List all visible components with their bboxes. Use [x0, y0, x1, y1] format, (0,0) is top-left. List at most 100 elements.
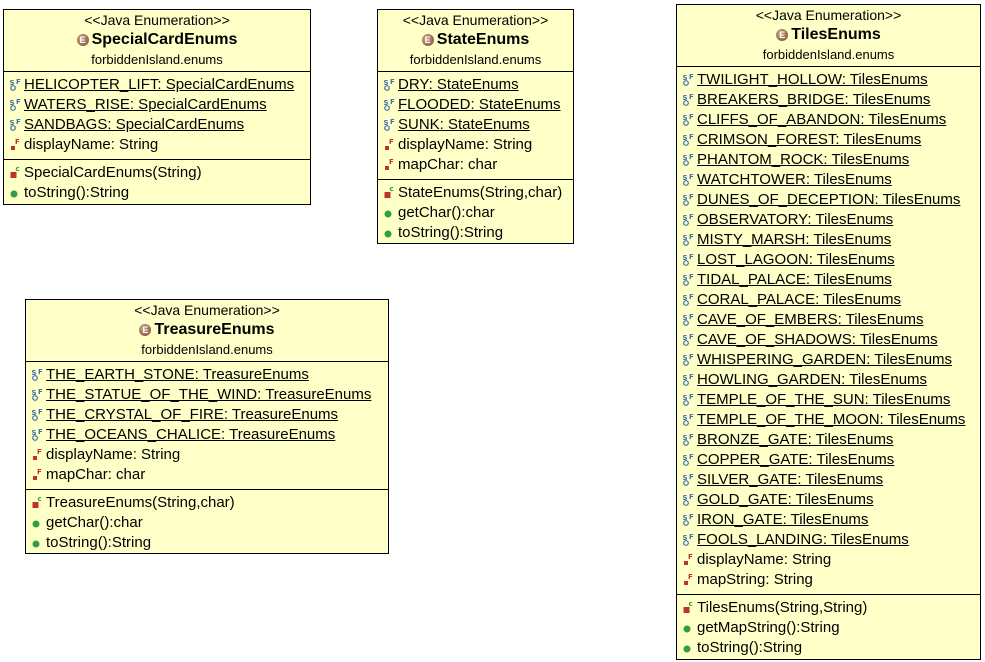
svg-text:F: F: [390, 118, 395, 126]
stereotype-label: <<Java Enumeration>>: [402, 12, 549, 28]
svg-text:F: F: [689, 333, 694, 341]
svg-text:F: F: [689, 313, 694, 321]
method-label: getChar():char: [398, 204, 495, 221]
method-row[interactable]: toString():String: [378, 223, 573, 243]
literal-label: CAVE_OF_SHADOWS: TilesEnums: [697, 331, 938, 348]
svg-text:S: S: [683, 454, 688, 462]
svg-text:F: F: [390, 98, 395, 106]
svg-text:S: S: [10, 99, 15, 107]
svg-text:F: F: [688, 573, 693, 581]
method-row[interactable]: getMapString():String: [677, 618, 980, 638]
method-label: getMapString():String: [697, 619, 840, 636]
method-row[interactable]: toString():String: [4, 183, 310, 203]
svg-text:S: S: [683, 294, 688, 302]
method-row[interactable]: getChar():char: [26, 513, 388, 533]
literal-label: COPPER_GATE: TilesEnums: [697, 451, 895, 468]
enum-badge-icon: E: [776, 29, 789, 41]
svg-text:F: F: [689, 513, 694, 521]
svg-text:S: S: [683, 114, 688, 122]
literal-label: HOWLING_GARDEN: TilesEnums: [697, 371, 928, 388]
svg-text:c: c: [16, 165, 20, 173]
method-row[interactable]: toString():String: [26, 533, 388, 553]
svg-text:c: c: [38, 495, 42, 503]
literal-label: CRIMSON_FOREST: TilesEnums: [697, 131, 922, 148]
literal-label: WATERS_RISE: SpecialCardEnums: [24, 96, 267, 113]
package-label: forbiddenIsland.enums: [141, 342, 273, 357]
method-row[interactable]: getChar():char: [378, 203, 573, 223]
svg-text:F: F: [689, 493, 694, 501]
constructor-label: StateEnums(String,char): [398, 184, 563, 201]
svg-text:S: S: [32, 409, 37, 417]
literal-label: BRONZE_GATE: TilesEnums: [697, 431, 894, 448]
method-row[interactable]: toString():String: [677, 638, 980, 658]
svg-text:S: S: [10, 119, 15, 127]
literal-label: WHISPERING_GARDEN: TilesEnums: [697, 351, 953, 368]
method-label: toString():String: [398, 224, 504, 241]
private-constructor-icon: c: [682, 598, 696, 618]
svg-text:S: S: [683, 474, 688, 482]
svg-text:S: S: [683, 74, 688, 82]
